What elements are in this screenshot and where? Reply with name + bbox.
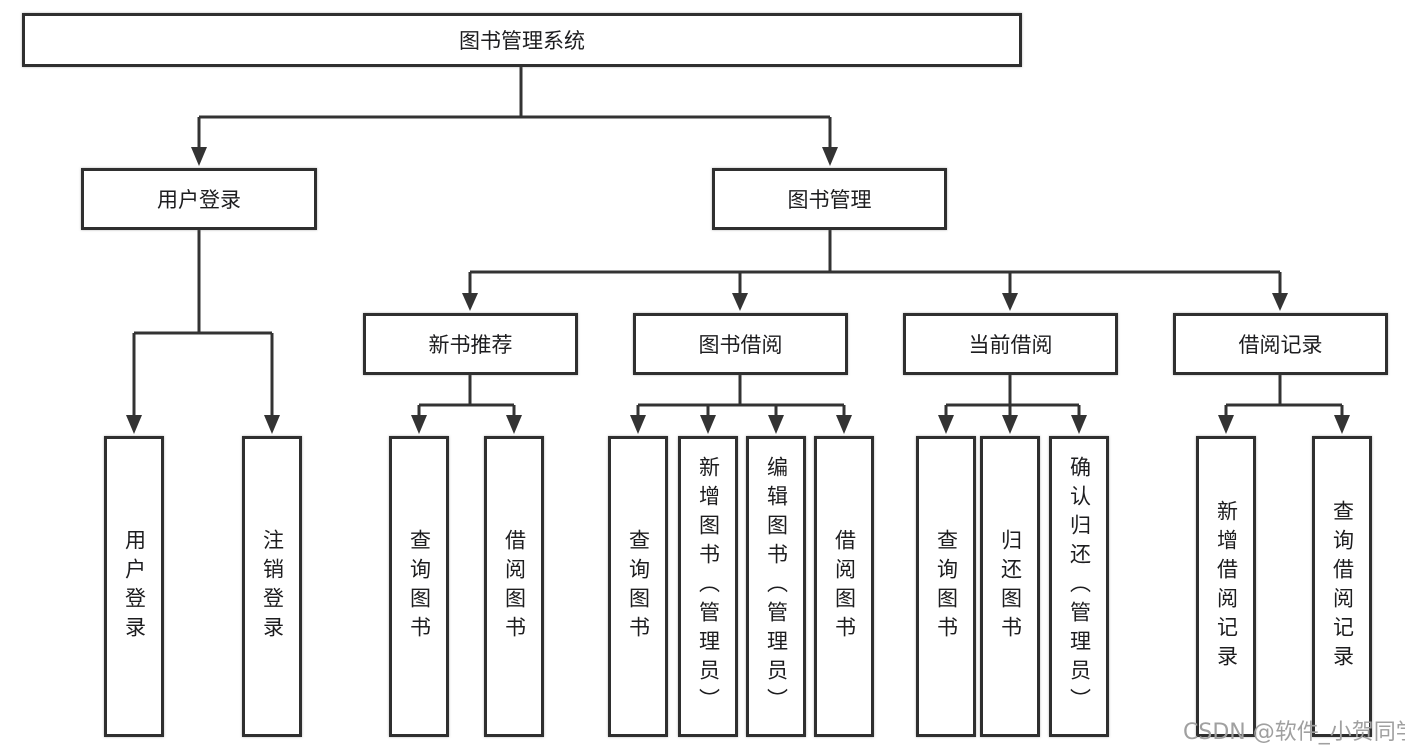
node-label: 用户登录 [122, 528, 147, 645]
node-label: 借阅图书 [502, 528, 527, 645]
node-label: 当前借阅 [968, 333, 1053, 357]
connector-book-mgmt-to-level3 [468, 230, 1282, 294]
node-label: 借阅记录 [1238, 333, 1323, 357]
connector-book-borrow-to-leaves [636, 375, 846, 417]
node-leaf-confirm-return-admin: 确认归还（管理员） [1049, 436, 1109, 737]
node-leaf-query-borrow-record: 查询借阅记录 [1312, 436, 1372, 737]
node-label: 查询借阅记录 [1330, 499, 1355, 674]
node-leaf-return-books: 归还图书 [980, 436, 1040, 737]
node-label: 编辑图书（管理员） [764, 456, 789, 717]
node-leaf-logout: 注销登录 [242, 436, 302, 737]
arrowheads [126, 147, 1350, 434]
node-leaf-add-books-admin: 新增图书（管理员） [678, 436, 738, 737]
connector-borrow-records-to-leaves [1224, 375, 1344, 417]
node-label: 用户登录 [157, 188, 241, 212]
connector-root-to-level2 [197, 67, 832, 149]
node-label: 图书借阅 [698, 333, 783, 357]
node-label: 查询图书 [934, 528, 959, 645]
node-label: 查询图书 [626, 528, 651, 645]
node-label: 查询图书 [407, 528, 432, 645]
node-leaf-query-books-borrow: 查询图书 [608, 436, 668, 737]
node-leaf-query-books-recommend: 查询图书 [389, 436, 449, 737]
node-book-borrow: 图书借阅 [633, 313, 848, 375]
node-label: 图书管理系统 [459, 29, 585, 53]
node-label: 确认归还（管理员） [1067, 456, 1092, 717]
node-current-borrow: 当前借阅 [903, 313, 1118, 375]
connector-user-login-to-leaves [132, 230, 274, 417]
node-label: 新增图书（管理员） [696, 456, 721, 717]
node-leaf-borrow-books: 借阅图书 [814, 436, 874, 737]
node-borrow-records: 借阅记录 [1173, 313, 1388, 375]
node-label: 新书推荐 [428, 333, 513, 357]
node-user-login: 用户登录 [81, 168, 317, 230]
node-label: 归还图书 [998, 528, 1023, 645]
node-leaf-borrow-books-recommend: 借阅图书 [484, 436, 544, 737]
node-leaf-edit-books-admin: 编辑图书（管理员） [746, 436, 806, 737]
watermark: CSDN @软件_小贺同学 [1183, 720, 1405, 745]
node-library-system: 图书管理系统 [22, 13, 1022, 67]
node-label: 注销登录 [260, 528, 285, 645]
node-label: 新增借阅记录 [1214, 499, 1239, 674]
node-label: 图书管理 [787, 188, 872, 212]
node-label: 借阅图书 [832, 528, 857, 645]
node-new-book-recommend: 新书推荐 [363, 313, 578, 375]
node-leaf-add-borrow-record: 新增借阅记录 [1196, 436, 1256, 737]
node-leaf-query-books-current: 查询图书 [916, 436, 976, 737]
node-book-management: 图书管理 [712, 168, 947, 230]
node-leaf-user-login: 用户登录 [104, 436, 164, 737]
connector-new-book-to-leaves [417, 375, 516, 417]
connector-current-borrow-to-leaves [944, 375, 1081, 417]
